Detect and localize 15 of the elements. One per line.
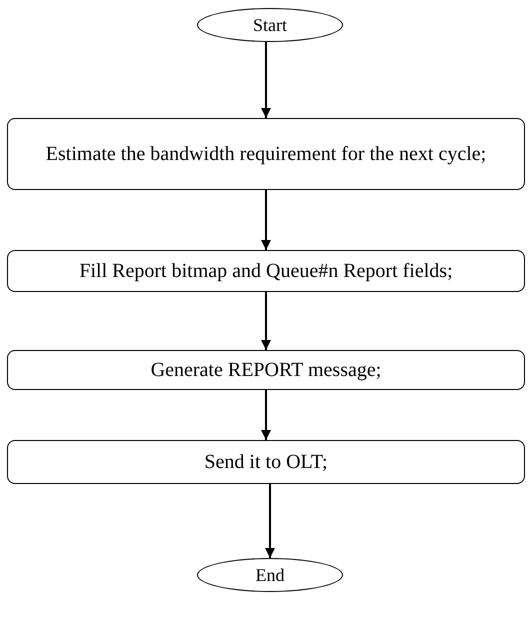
arrow bbox=[261, 190, 271, 250]
arrow bbox=[261, 42, 271, 118]
process-box bbox=[7, 250, 525, 292]
process-box bbox=[7, 118, 525, 190]
node-text: Estimate the bandwidth requirement for the next cycle; bbox=[44, 142, 488, 166]
node-text: Send it to OLT; bbox=[203, 450, 329, 474]
arrow bbox=[265, 484, 275, 558]
arrow bbox=[261, 390, 271, 440]
process-box bbox=[7, 440, 525, 484]
node-text: End bbox=[254, 564, 286, 587]
node-text: Fill Report bitmap and Queue#n Report fields; bbox=[78, 258, 454, 284]
node-text: Generate REPORT message; bbox=[150, 358, 382, 382]
node-text: Start bbox=[252, 14, 288, 37]
arrow bbox=[261, 292, 271, 350]
process-box bbox=[7, 350, 525, 390]
